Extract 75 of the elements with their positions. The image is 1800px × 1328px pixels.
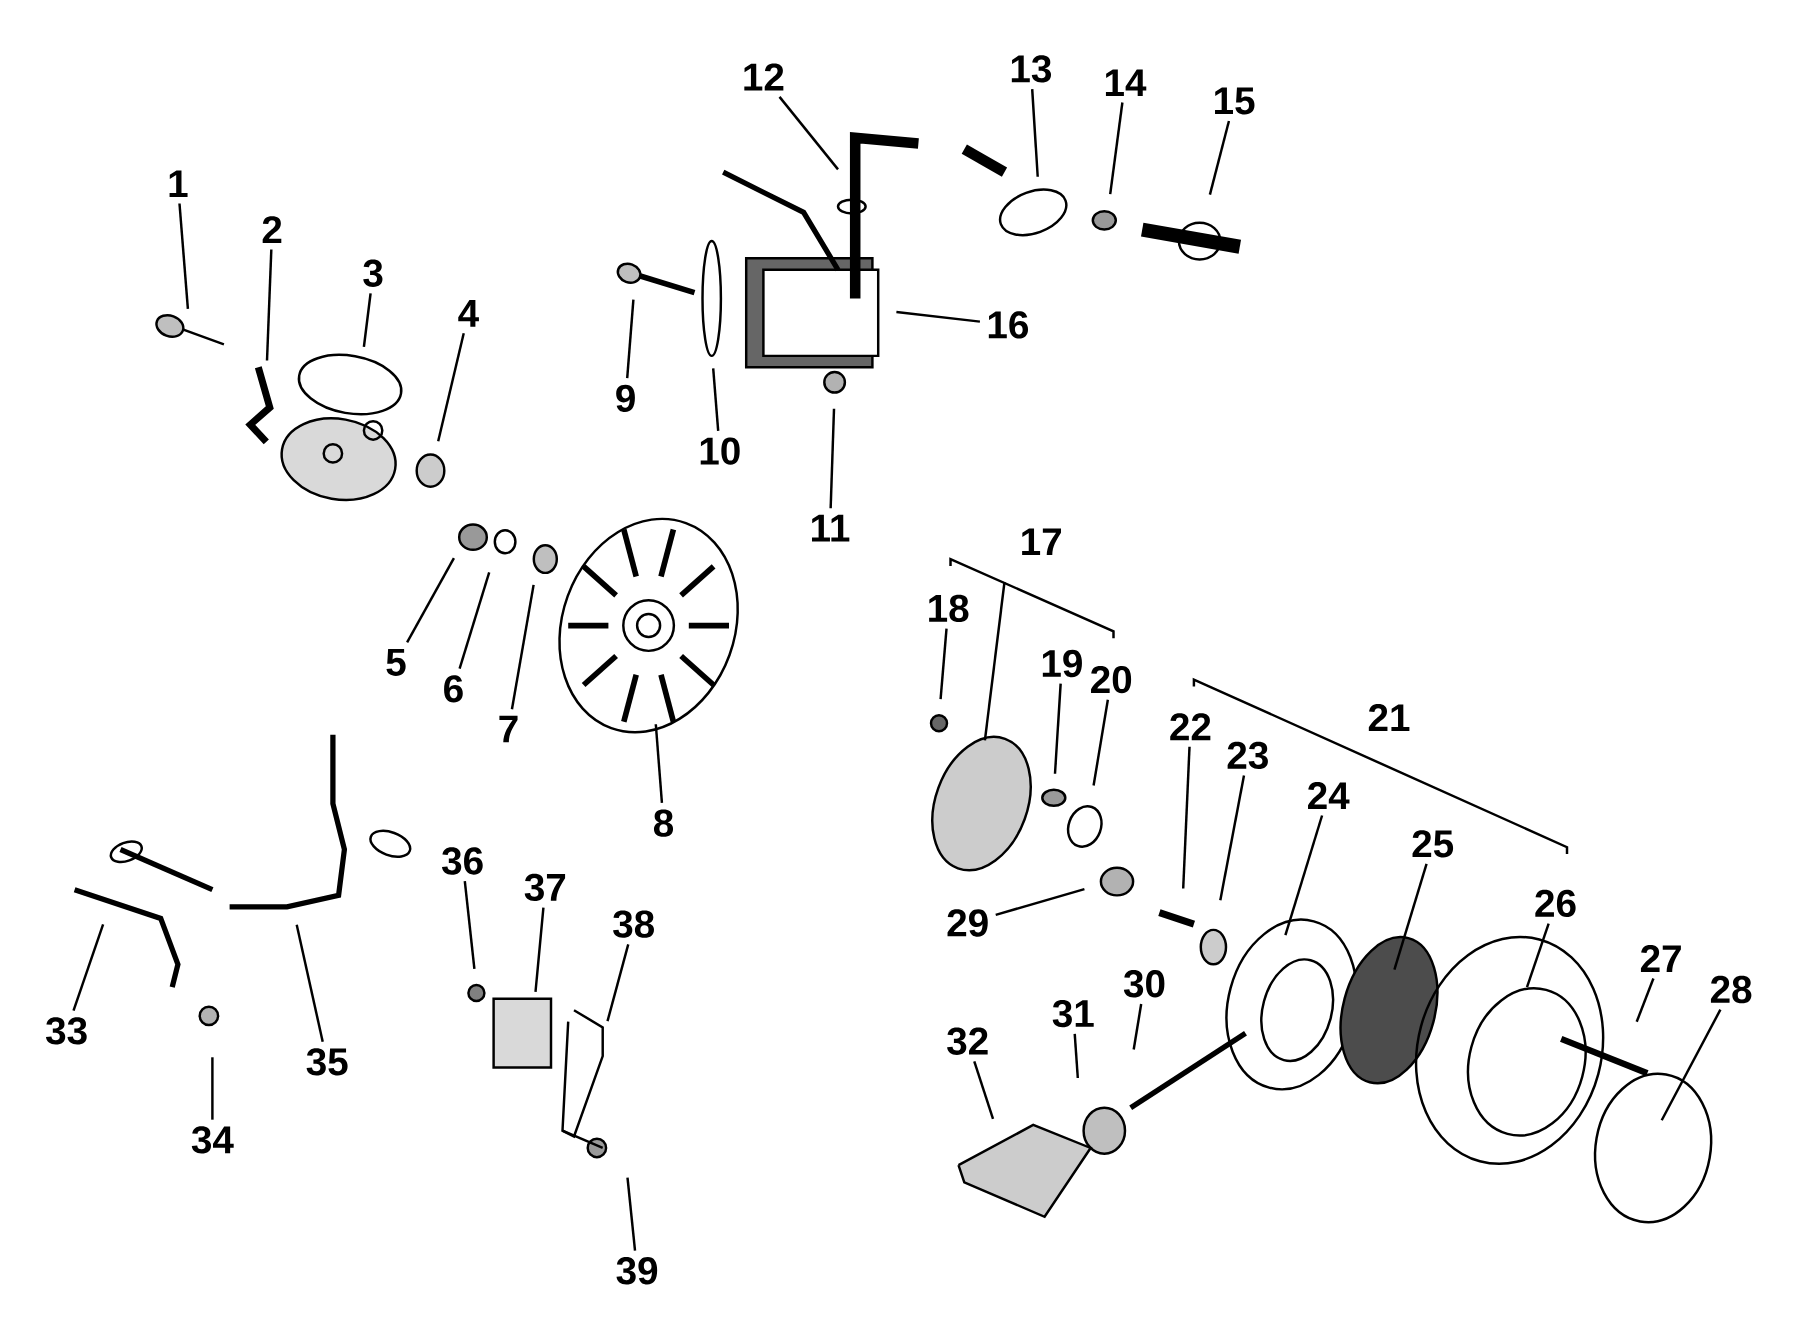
callout-number: 30 [1123,970,1165,998]
callout-number: 19 [1042,649,1082,678]
callout-number: 10 [700,437,740,465]
callout-number: 14 [1105,69,1147,96]
leader-line [1053,683,1062,774]
callout-number: 36 [442,847,483,875]
callout-number: 23 [1227,741,1268,770]
callout-number: 15 [1215,87,1255,115]
leader-line [654,724,664,803]
callout-number: 5 [386,648,406,676]
leader-line [265,249,273,361]
leader-line [1030,89,1039,177]
callout-number: 13 [1011,55,1051,83]
leader-line [1393,863,1428,971]
leader-line [829,408,836,509]
callout-number: 12 [744,63,784,91]
leader-line [939,628,948,700]
callout-number: 21 [1368,704,1410,731]
callout-number: 16 [988,311,1028,339]
leader-line [295,924,324,1042]
callout-number: 28 [1710,975,1752,1004]
callout-number: 27 [1640,945,1681,972]
leader-line [625,299,635,379]
leader-line [896,310,981,323]
leader-line [973,1061,995,1120]
callout-number: 32 [947,1027,988,1055]
leader-line [1284,815,1324,936]
leader-line [1092,699,1110,786]
leader-line [437,332,465,442]
leader-line [463,881,476,970]
callout-number: 18 [929,594,969,623]
leader-line [178,203,190,309]
leader-line [72,923,105,1012]
callout-number: 31 [1052,999,1094,1028]
callout-number: 6 [444,675,463,703]
callout-number: 1 [169,170,188,197]
callout-number: 20 [1091,665,1132,694]
leader-line [1219,775,1246,901]
leader-line [626,1177,637,1251]
callout-number: 35 [306,1048,348,1076]
leader-line [510,584,535,710]
leader-line [1073,1033,1080,1079]
callout-number: 3 [363,259,383,287]
leader-line [1109,102,1124,195]
callout-number: 8 [653,809,674,837]
leader-line [1635,978,1655,1023]
callout-number: 26 [1535,889,1576,918]
leader-line [458,572,491,669]
leader-line [711,368,720,431]
callout-number: 2 [262,216,282,244]
callout-number: 7 [499,715,518,743]
leader-line [406,557,455,643]
callout-number: 11 [812,514,850,542]
callout-number: 39 [616,1257,658,1285]
callout-number: 25 [1412,830,1454,858]
leader-line [362,293,372,347]
leader-line [1208,120,1231,195]
leader-line [1132,1003,1143,1050]
callout-number: 33 [46,1017,87,1045]
callout-number: 17 [1022,528,1061,556]
leader-line [1660,1009,1722,1121]
leader-line [211,1057,214,1120]
callout-number: 9 [616,384,635,412]
leader-line [534,907,545,992]
callout-number: 38 [613,910,654,938]
leader-line [606,944,630,1022]
callout-number: 4 [458,300,479,327]
callout-number: 37 [524,873,566,902]
callout-number: 29 [947,909,988,937]
callout-number: 24 [1308,782,1350,809]
leader-line [995,887,1085,917]
callout-number: 22 [1170,713,1211,741]
callout-number: 34 [191,1126,234,1154]
leader-line [1181,746,1191,889]
leader-line [778,96,839,171]
